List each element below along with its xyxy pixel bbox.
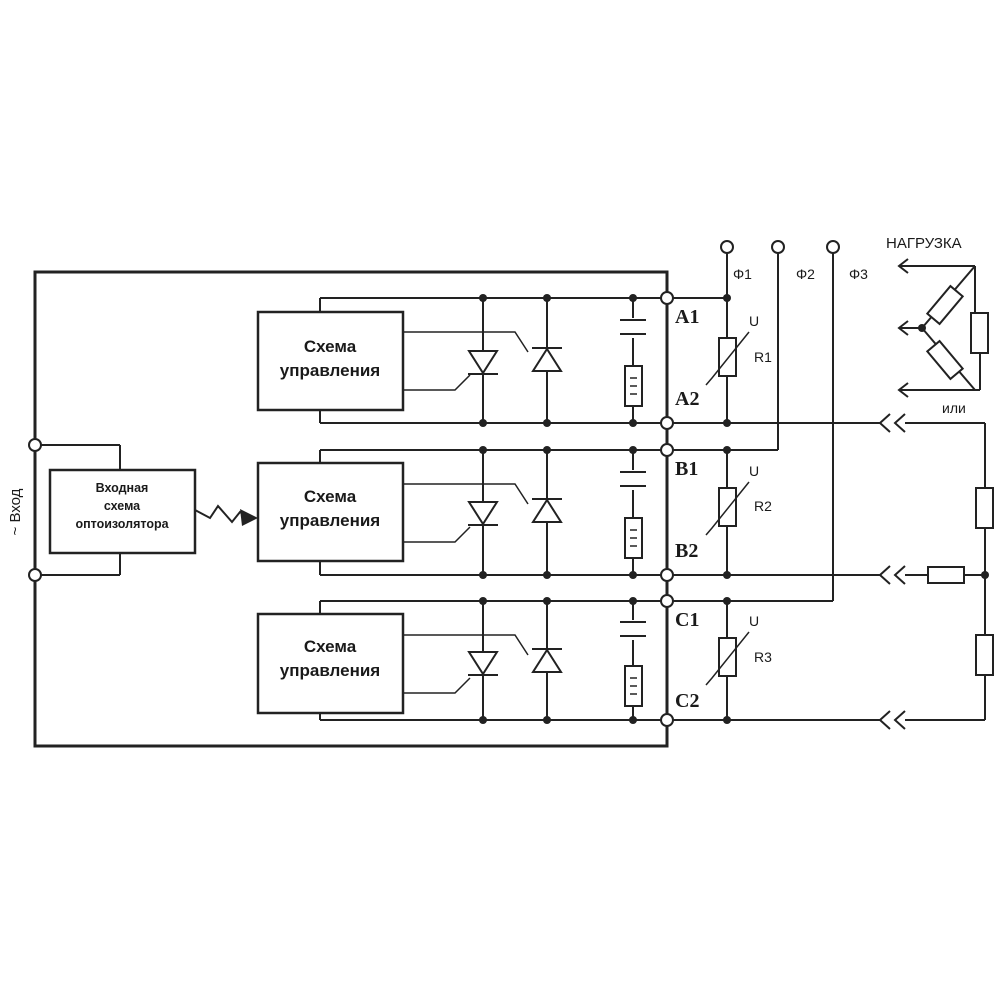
varistor-r1: U R1 <box>705 294 772 427</box>
relay-enclosure <box>33 270 669 748</box>
opto-line-3: оптоизолятора <box>75 517 169 531</box>
control-block-b <box>256 461 405 563</box>
terminal-label-a2: A2 <box>675 388 699 410</box>
thyristor-a1 <box>467 350 499 375</box>
load-connector-c <box>878 710 906 730</box>
terminal-label-b2: B2 <box>675 540 698 562</box>
phase-terminal-2 <box>771 240 785 254</box>
varistor-r3-name: R3 <box>754 649 772 665</box>
optical-signal-arrow <box>194 504 249 524</box>
terminal-c1 <box>660 594 674 608</box>
terminal-c2 <box>660 713 674 727</box>
load-or-label: или <box>942 400 966 416</box>
control-a-line-2: управления <box>280 361 380 380</box>
control-b-line-1: Схема <box>304 487 357 506</box>
thyristor-a2 <box>531 347 563 372</box>
control-a-line-1: Схема <box>304 337 357 356</box>
opto-line-1: Входная <box>96 481 149 495</box>
terminal-label-c2: C2 <box>675 690 699 712</box>
varistor-r1-name: R1 <box>754 349 772 365</box>
channel-b: Схема управления <box>256 446 667 579</box>
phase-label-1: Φ1 <box>733 266 752 282</box>
terminal-a2 <box>660 416 674 430</box>
control-c-line-1: Схема <box>304 637 357 656</box>
varistor-r2-name: R2 <box>754 498 772 514</box>
load-delta <box>905 422 994 721</box>
input-terminal-bottom <box>28 568 42 582</box>
input-label: ~ Вход <box>7 488 24 535</box>
input-terminal-top <box>28 438 42 452</box>
phase-terminal-1 <box>720 240 734 254</box>
optoisolator-block: Входная схема оптоизолятора <box>48 468 197 555</box>
varistor-r2: U R2 <box>705 446 772 579</box>
varistor-r3-u: U <box>749 613 759 629</box>
load-title: НАГРУЗКА <box>886 235 962 252</box>
phase-terminal-3 <box>826 240 840 254</box>
thyristor-c2 <box>531 648 563 673</box>
terminal-label-b1: B1 <box>675 458 698 480</box>
phase-label-3: Φ3 <box>849 266 868 282</box>
terminal-b1 <box>660 443 674 457</box>
phase-label-2: Φ2 <box>796 266 815 282</box>
thyristor-c1 <box>467 651 499 676</box>
load-connector-b <box>878 565 906 585</box>
thyristor-b1 <box>467 501 499 526</box>
terminal-label-a1: A1 <box>675 306 699 328</box>
terminal-label-c1: C1 <box>675 609 699 631</box>
channel-a: Схема управления <box>256 294 667 427</box>
channel-c: Схема управления <box>256 597 667 724</box>
load-star <box>897 258 989 398</box>
varistor-r1-u: U <box>749 313 759 329</box>
control-block-c <box>256 612 405 715</box>
thyristor-b2 <box>531 498 563 523</box>
opto-line-2: схема <box>104 499 141 513</box>
terminal-a1 <box>660 291 674 305</box>
terminal-b2 <box>660 568 674 582</box>
varistor-r3: U R3 <box>705 597 772 724</box>
control-block-a <box>256 310 405 412</box>
control-b-line-2: управления <box>280 511 380 530</box>
control-c-line-2: управления <box>280 661 380 680</box>
varistor-r2-u: U <box>749 463 759 479</box>
load-connector-a <box>878 413 906 433</box>
